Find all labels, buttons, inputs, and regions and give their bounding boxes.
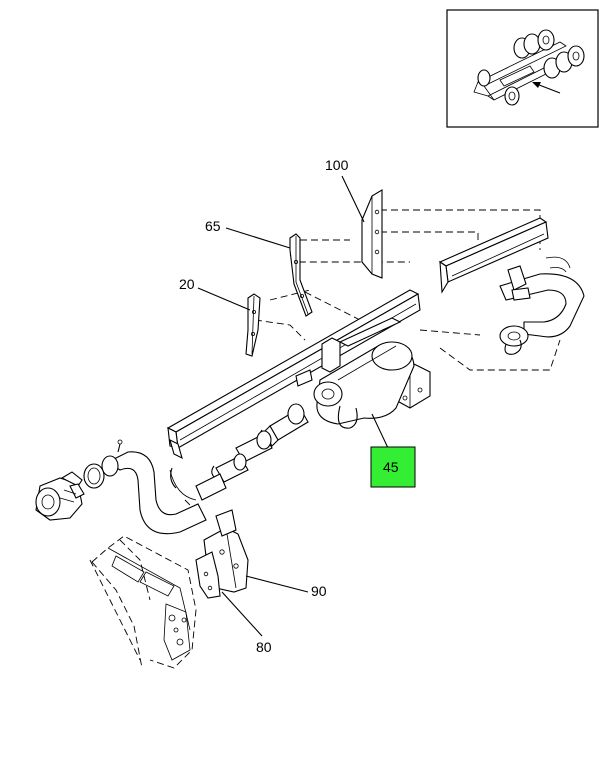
upper-rail-section — [438, 217, 549, 294]
bracket-100 — [361, 189, 383, 279]
callout-90[interactable]: 90 — [311, 583, 327, 599]
leader-20 — [197, 287, 251, 311]
inset-locator — [446, 9, 599, 128]
tailpipe — [499, 256, 585, 355]
inset-truck-chassis — [473, 29, 585, 106]
turbo-elbow — [35, 471, 85, 521]
callout-45-highlight[interactable]: 45 — [370, 446, 416, 488]
callout-65[interactable]: 65 — [205, 218, 221, 234]
bracket-20 — [245, 293, 261, 357]
inset-frame — [446, 9, 599, 128]
engine-block-phantom — [91, 535, 197, 669]
exhaust-clamp — [83, 463, 105, 489]
frame-rail — [166, 289, 421, 460]
exhaust-pipe-sections — [195, 403, 309, 501]
callout-20[interactable]: 20 — [179, 276, 195, 292]
front-exhaust-pipe — [101, 439, 207, 535]
bracket-65 — [289, 233, 313, 317]
leader-100 — [341, 175, 365, 223]
leader-90 — [245, 575, 309, 593]
leader-lines — [197, 175, 389, 637]
callout-labels: 100 65 20 45 90 80 — [179, 157, 416, 655]
muffler-45 — [313, 341, 415, 429]
leader-65 — [225, 227, 291, 249]
bracket-80 — [195, 551, 221, 599]
callout-100[interactable]: 100 — [325, 157, 349, 173]
callout-80[interactable]: 80 — [256, 639, 272, 655]
callout-45[interactable]: 45 — [383, 459, 399, 475]
leader-45 — [371, 413, 389, 449]
leader-80 — [221, 591, 263, 637]
